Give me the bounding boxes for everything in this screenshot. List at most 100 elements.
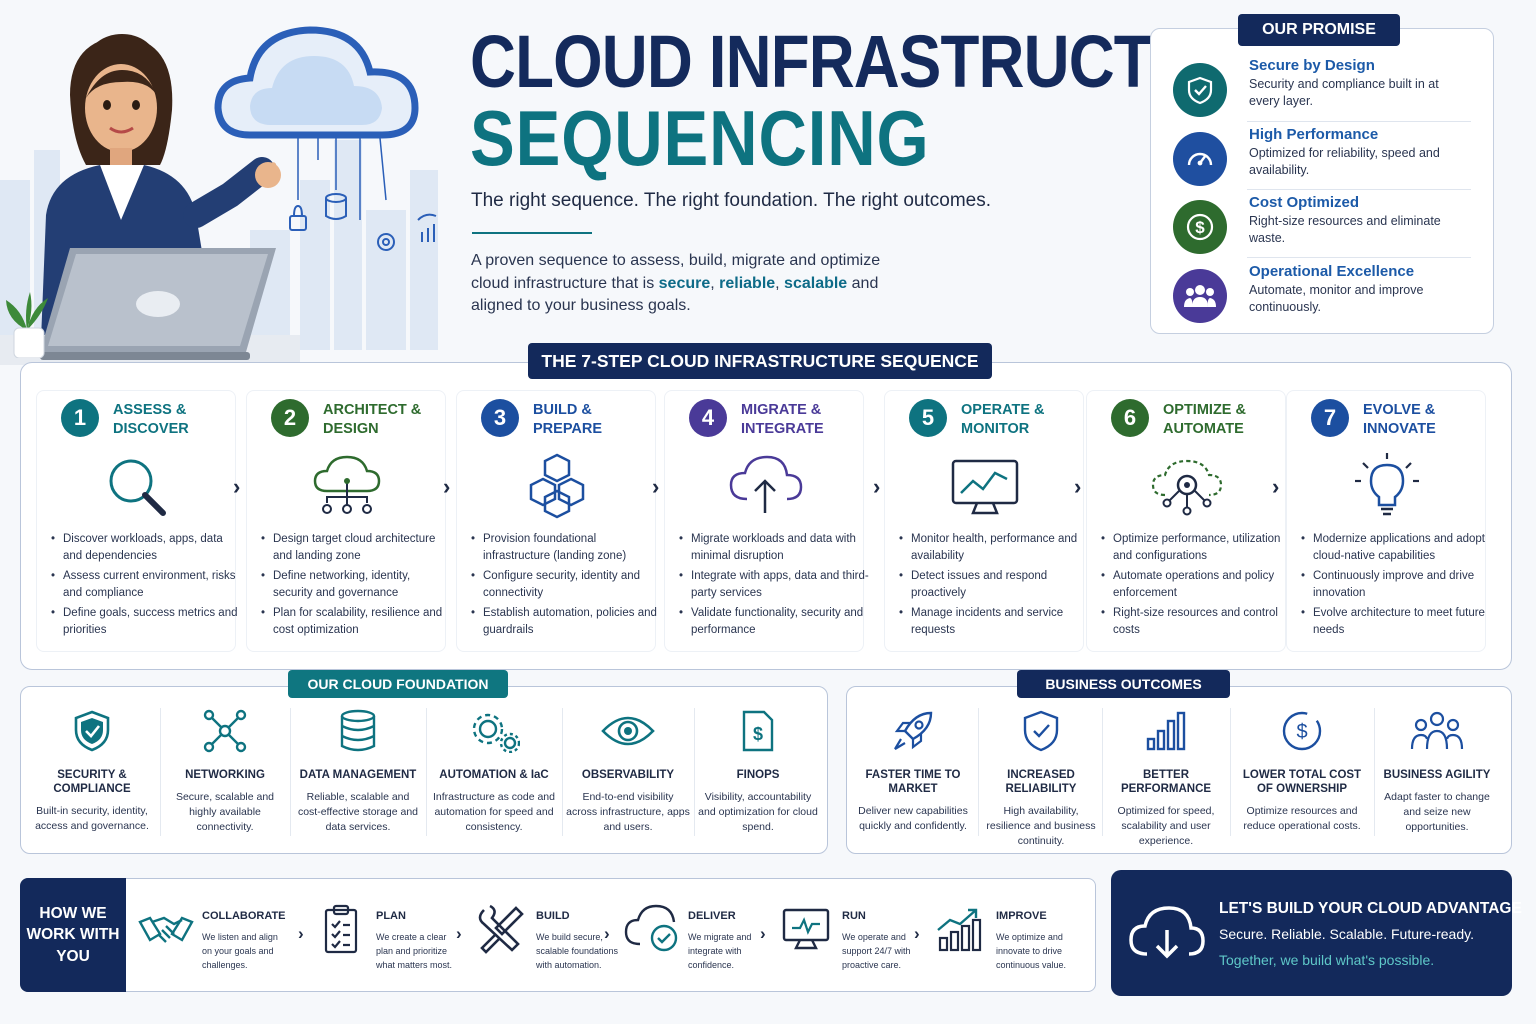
step-card-build: 3 BUILD & PREPARE Provision foundational… xyxy=(456,390,657,652)
how-step-improve: IMPROVE We optimize and innovate to driv… xyxy=(932,900,1082,980)
outcome-item-performance: BETTER PERFORMANCE Optimized for speed, … xyxy=(1106,706,1226,849)
gears-icon xyxy=(472,713,520,753)
chevron-right-icon: › xyxy=(760,924,766,943)
step-bullets: Optimize performance, utilization and co… xyxy=(1101,531,1293,642)
step-bullet: Detect issues and respond proactively xyxy=(899,568,1091,601)
step-bullet: Right-size resources and control costs xyxy=(1101,605,1293,638)
how-step-plan: PLAN We create a clear plan and prioriti… xyxy=(312,900,462,980)
step-card-migrate: 4 MIGRATE & INTEGRATE Migrate workloads … xyxy=(664,390,869,652)
cloud-upload-icon xyxy=(729,455,803,513)
chevron-right-icon: › xyxy=(443,474,451,499)
step-title: MIGRATE & INTEGRATE xyxy=(741,402,824,437)
promise-item-cost: $ Cost Optimized Right-size resources an… xyxy=(1173,194,1473,260)
cta-subtitle: Secure. Reliable. Scalable. Future-ready… xyxy=(1219,926,1474,942)
divider xyxy=(694,708,695,836)
step-bullet: Assess current environment, risks and co… xyxy=(51,568,243,601)
magnifier-icon xyxy=(109,459,166,516)
outcomes-heading: BUSINESS OUTCOMES xyxy=(1017,670,1230,698)
outcome-item-reliability: INCREASED RELIABILITY High availability,… xyxy=(982,706,1100,849)
dollar-document-icon: $ xyxy=(742,710,774,752)
clipboard-icon xyxy=(324,904,358,954)
step-title: BUILD & PREPARE xyxy=(533,402,603,437)
chevron-right-icon: › xyxy=(233,474,241,499)
how-we-work-panel xyxy=(20,878,1096,992)
step-bullet: Provision foundational infrastructure (l… xyxy=(471,531,663,564)
cta-title: LET'S BUILD YOUR CLOUD ADVANTAGE xyxy=(1219,900,1522,917)
divider xyxy=(1247,257,1471,258)
how-step-title: DELIVER xyxy=(688,910,736,922)
chevron-right-icon: › xyxy=(604,924,610,943)
step-bullets: Modernize applications and adopt cloud-n… xyxy=(1301,531,1493,642)
cta-banner[interactable]: LET'S BUILD YOUR CLOUD ADVANTAGE Secure.… xyxy=(1111,870,1522,996)
shield-icon xyxy=(1173,63,1227,117)
how-step-desc: We create a clear plan and prioritize wh… xyxy=(376,932,453,970)
growth-chart-icon xyxy=(937,908,982,952)
step-number: 2 xyxy=(271,399,309,437)
intro-keyword-secure: secure xyxy=(658,274,711,292)
lightbulb-icon xyxy=(1355,453,1419,516)
tagline-divider xyxy=(472,232,592,234)
step-title: EVOLVE & INNOVATE xyxy=(1363,402,1436,437)
outcome-title: LOWER TOTAL COST OF OWNERSHIP xyxy=(1242,769,1362,795)
outcome-desc: Adapt faster to change and seize new opp… xyxy=(1384,791,1490,833)
cloud-network-icon xyxy=(313,455,381,514)
cta-tagline: Together, we build what's possible. xyxy=(1219,952,1435,968)
outcome-title: INCREASED RELIABILITY xyxy=(1005,769,1077,795)
promise-title: Cost Optimized xyxy=(1249,194,1360,211)
tagline: The right sequence. The right foundation… xyxy=(471,190,992,211)
step-bullet: Define networking, identity, security an… xyxy=(261,568,453,601)
chevron-right-icon: › xyxy=(652,474,660,499)
chevron-right-icon: › xyxy=(298,924,304,943)
foundation-item-networking: NETWORKING Secure, scalable and highly a… xyxy=(164,706,286,835)
dollar-icon: $ xyxy=(1173,200,1227,254)
how-step-title: BUILD xyxy=(536,910,570,922)
sequence-heading: THE 7-STEP CLOUD INFRASTRUCTURE SEQUENCE xyxy=(528,343,992,379)
foundation-heading: OUR CLOUD FOUNDATION xyxy=(288,670,508,698)
team-icon xyxy=(1173,269,1227,323)
laptop-icon xyxy=(40,248,276,360)
intro-keyword-reliable: reliable xyxy=(719,274,776,292)
divider xyxy=(1102,708,1103,836)
divider xyxy=(426,708,427,836)
foundation-title: OBSERVABILITY xyxy=(581,769,675,781)
chevron-right-icon: › xyxy=(456,924,462,943)
how-step-title: IMPROVE xyxy=(996,910,1047,922)
how-step-desc: We listen and align on your goals and ch… xyxy=(202,932,278,970)
step-title: ARCHITECT & DESIGN xyxy=(323,402,422,437)
monitor-icon xyxy=(782,908,830,950)
eye-icon xyxy=(601,716,655,746)
divider xyxy=(562,708,563,836)
divider xyxy=(978,708,979,836)
step-bullet: Configure security, identity and connect… xyxy=(471,568,663,601)
foundation-panel xyxy=(20,686,828,854)
bar-chart-icon xyxy=(1146,711,1186,751)
promise-title: High Performance xyxy=(1249,126,1379,143)
divider xyxy=(1230,708,1231,836)
outcome-item-agility: BUSINESS AGILITY Adapt faster to change … xyxy=(1378,706,1496,835)
step-bullets: Migrate workloads and data with minimal … xyxy=(679,531,871,642)
speedometer-icon xyxy=(1173,132,1227,186)
outcome-desc: Optimize resources and reduce operationa… xyxy=(1243,805,1361,832)
promise-panel: Secure by Design Security and compliance… xyxy=(1150,28,1494,334)
foundation-title: DATA MANAGEMENT xyxy=(299,769,417,781)
intro-separator: , xyxy=(710,274,720,292)
intro-separator: , xyxy=(775,274,785,292)
foundation-item-automation: AUTOMATION & IaC Infrastructure as code … xyxy=(430,706,558,835)
step-bullet: Continuously improve and drive innovatio… xyxy=(1301,568,1493,601)
outcome-title: BETTER PERFORMANCE xyxy=(1120,769,1212,795)
intro-text-part1: A proven sequence to assess, build, migr… xyxy=(471,252,881,292)
step-number: 5 xyxy=(909,399,947,437)
step-title: OPTIMIZE & AUTOMATE xyxy=(1163,402,1246,437)
database-icon xyxy=(340,709,376,752)
outcome-desc: Optimized for speed, scalability and use… xyxy=(1117,805,1215,847)
how-step-desc: We migrate and integrate with confidence… xyxy=(688,932,752,970)
step-bullet: Validate functionality, security and per… xyxy=(679,605,871,638)
foundation-item-observability: OBSERVABILITY End-to-end visibility acro… xyxy=(566,706,690,835)
foundation-desc: Visibility, accountability and optimizat… xyxy=(698,791,818,833)
promise-title: Operational Excellence xyxy=(1249,263,1415,280)
how-step-title: COLLABORATE xyxy=(202,910,286,922)
outcome-item-cost: $ LOWER TOTAL COST OF OWNERSHIP Optimize… xyxy=(1234,706,1370,834)
step-title: ASSESS & DISCOVER xyxy=(113,402,189,437)
step-number: 3 xyxy=(481,399,519,437)
foundation-title: SECURITY & COMPLIANCE xyxy=(53,769,131,795)
